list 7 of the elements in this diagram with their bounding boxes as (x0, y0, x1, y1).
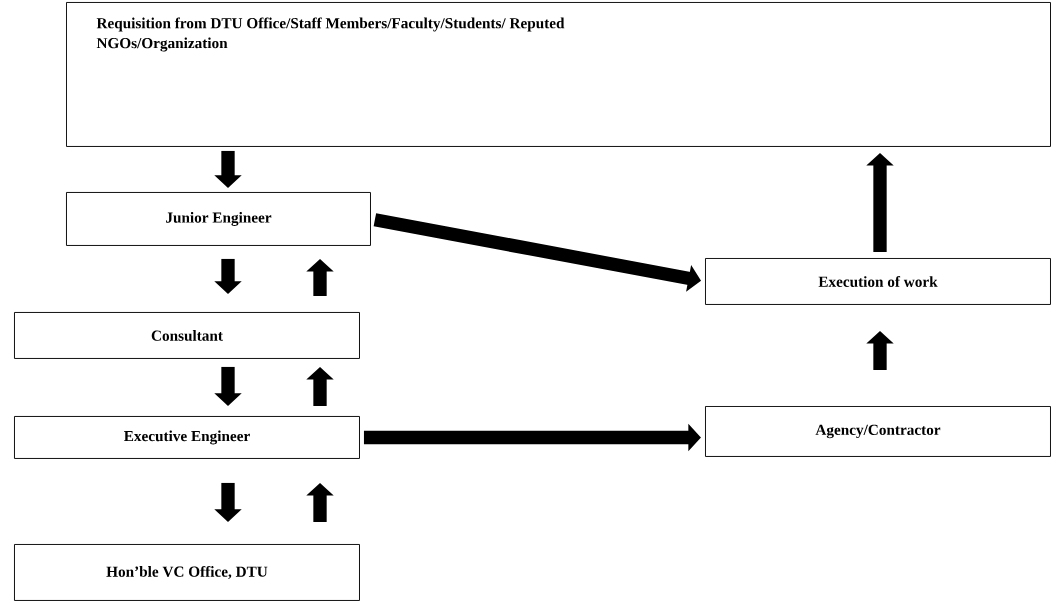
process-box: Agency/Contractor (705, 406, 1051, 457)
process-box: Executive Engineer (14, 416, 360, 459)
process-box: Hon’ble VC Office, DTU (14, 544, 360, 601)
process-box: Requisition from DTU Office/Staff Members/Faculty/Students/ Reputed NGOs/Organization (66, 2, 1051, 147)
process-box: Execution of work (705, 258, 1051, 305)
process-box: Consultant (14, 312, 360, 359)
process-box: Junior Engineer (66, 192, 371, 246)
